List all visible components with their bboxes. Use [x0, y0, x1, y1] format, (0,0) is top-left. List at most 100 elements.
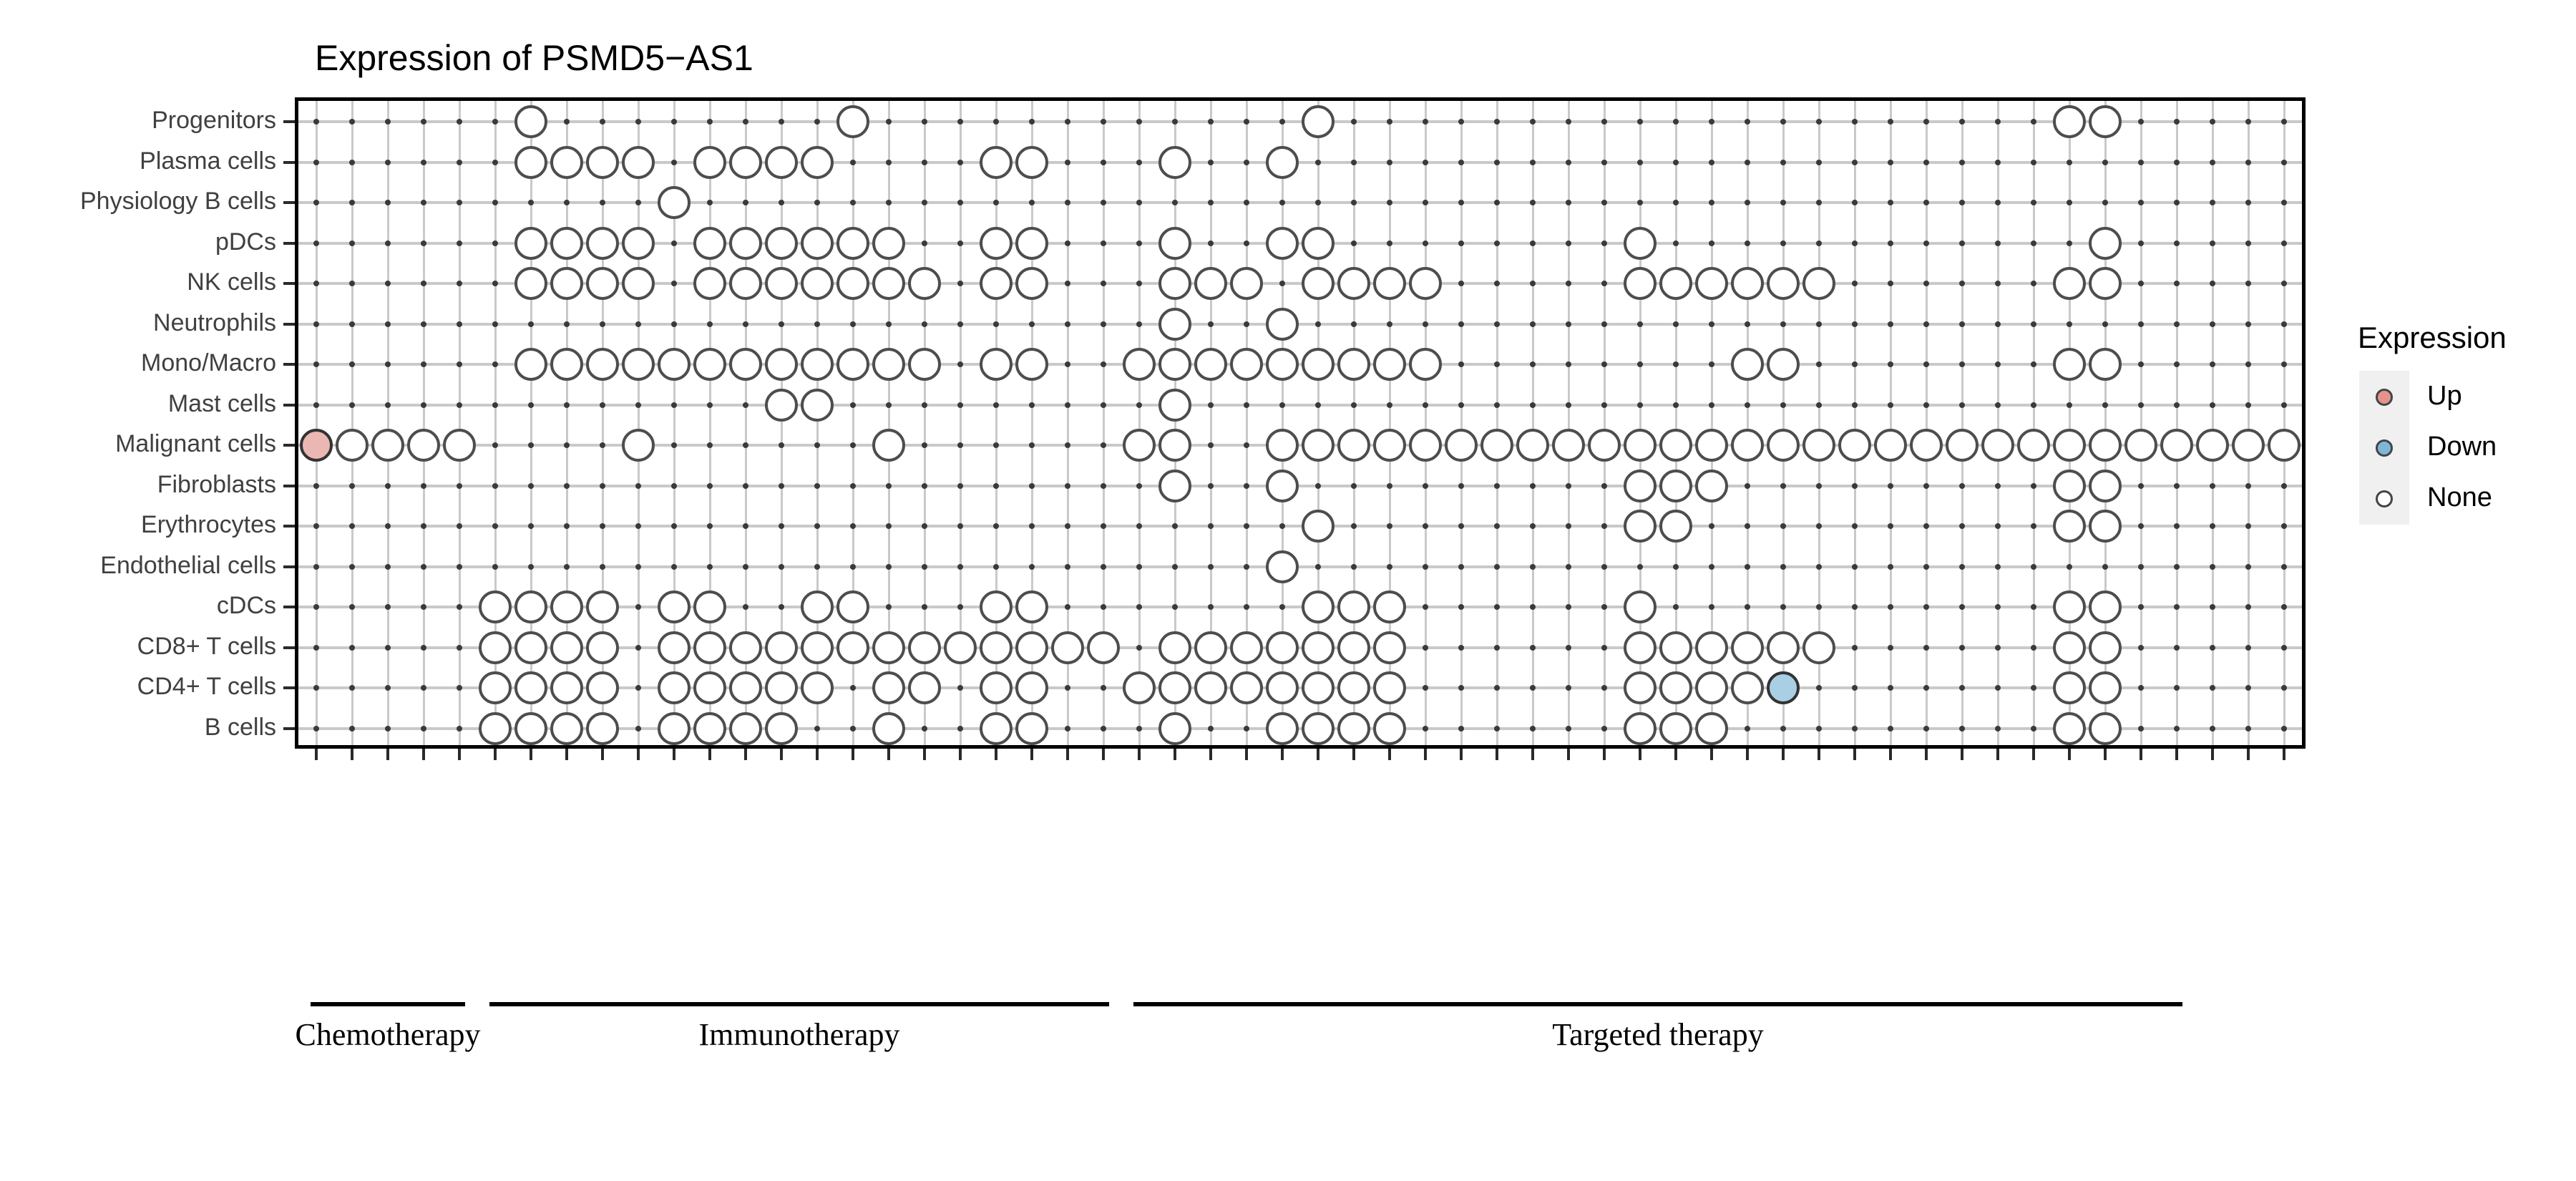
x-axis-tick: [1710, 749, 1713, 760]
grid-intersection-dot: [1601, 644, 1607, 651]
grid-intersection-dot: [492, 321, 498, 327]
grid-intersection-dot: [1601, 200, 1607, 205]
expression-circle-none: [586, 590, 619, 623]
expression-circle-none: [622, 429, 655, 462]
grid-intersection-dot: [528, 563, 534, 570]
grid-intersection-dot: [1816, 725, 1822, 732]
expression-circle-none: [407, 429, 440, 462]
expression-circle-none: [479, 631, 512, 664]
y-axis-tick: [283, 686, 295, 689]
grid-intersection-dot: [1566, 159, 1571, 165]
x-axis-tick: [1388, 749, 1391, 760]
grid-intersection-dot: [1995, 200, 2001, 205]
grid-intersection-dot: [1745, 321, 1750, 327]
grid-intersection-dot: [1566, 281, 1571, 286]
x-axis-tick: [1352, 749, 1355, 760]
grid-intersection-dot: [1458, 402, 1464, 408]
grid-intersection-dot: [922, 604, 927, 610]
grid-intersection-dot: [993, 442, 999, 448]
grid-intersection-dot: [564, 321, 570, 327]
y-axis-label: B cells: [204, 713, 276, 741]
v-gridline: [2175, 97, 2178, 749]
v-gridline: [1925, 97, 1928, 749]
expression-circle-none: [443, 429, 476, 462]
grid-intersection-dot: [1101, 563, 1106, 570]
expression-circle-none: [1158, 388, 1191, 422]
grid-intersection-dot: [1566, 482, 1571, 489]
grid-intersection-dot: [492, 200, 498, 205]
grid-intersection-dot: [1852, 563, 1858, 570]
expression-circle-none: [1337, 711, 1370, 745]
grid-intersection-dot: [922, 240, 927, 246]
grid-intersection-dot: [1995, 725, 2001, 732]
expression-circle-none: [1731, 348, 1764, 381]
x-axis-tick: [2032, 749, 2035, 760]
grid-intersection-dot: [1995, 119, 2001, 125]
grid-intersection-dot: [743, 482, 748, 489]
v-gridline: [351, 97, 353, 749]
v-gridline: [2283, 97, 2285, 749]
grid-intersection-dot: [2031, 159, 2036, 165]
grid-intersection-dot: [1387, 200, 1392, 205]
grid-intersection-dot: [1101, 240, 1106, 246]
expression-circle-down: [1767, 671, 1800, 704]
grid-intersection-dot: [1601, 482, 1607, 489]
grid-intersection-dot: [528, 321, 534, 327]
expression-circle-none: [801, 590, 834, 623]
grid-intersection-dot: [1423, 604, 1428, 610]
expression-circle-none: [1874, 429, 1907, 462]
grid-intersection-dot: [1923, 482, 1929, 489]
grid-intersection-dot: [385, 159, 391, 165]
grid-intersection-dot: [1852, 240, 1858, 246]
expression-circle-none: [1123, 348, 1156, 381]
grid-intersection-dot: [1673, 563, 1679, 570]
expression-circle-none: [1802, 631, 1835, 664]
grid-intersection-dot: [1995, 361, 2001, 367]
x-axis-tick: [2247, 749, 2250, 760]
grid-intersection-dot: [457, 200, 462, 205]
expression-circle-none: [1266, 348, 1299, 381]
grid-intersection-dot: [1888, 159, 1893, 165]
grid-intersection-dot: [385, 119, 391, 125]
expression-circle-none: [658, 671, 691, 704]
v-gridline: [530, 97, 532, 749]
expression-circle-none: [1552, 429, 1585, 462]
grid-intersection-dot: [1458, 685, 1464, 691]
grid-intersection-dot: [1279, 604, 1285, 610]
grid-intersection-dot: [2245, 685, 2251, 691]
grid-intersection-dot: [1673, 119, 1679, 125]
grid-intersection-dot: [1601, 685, 1607, 691]
grid-intersection-dot: [2245, 644, 2251, 651]
expression-circle-none: [658, 186, 691, 219]
expression-circle-none: [1695, 469, 1728, 502]
v-gridline: [1102, 97, 1105, 749]
grid-intersection-dot: [1852, 402, 1858, 408]
expression-circle-none: [1230, 631, 1263, 664]
x-axis-tick: [1496, 749, 1498, 760]
grid-intersection-dot: [313, 200, 319, 205]
grid-intersection-dot: [2138, 159, 2144, 165]
x-axis-tick: [315, 749, 318, 760]
grid-intersection-dot: [1530, 644, 1536, 651]
grid-intersection-dot: [1387, 563, 1392, 570]
grid-intersection-dot: [2174, 159, 2180, 165]
grid-intersection-dot: [1244, 159, 1249, 165]
grid-intersection-dot: [2245, 523, 2251, 529]
expression-circle-none: [550, 590, 583, 623]
grid-intersection-dot: [2245, 159, 2251, 165]
expression-circle-none: [371, 429, 404, 462]
x-axis-tick: [351, 749, 353, 760]
grid-intersection-dot: [1065, 482, 1070, 489]
x-axis-tick: [601, 749, 604, 760]
grid-intersection-dot: [671, 281, 677, 286]
grid-intersection-dot: [1673, 159, 1679, 165]
y-axis-tick: [283, 322, 295, 326]
grid-intersection-dot: [1888, 119, 1893, 125]
grid-intersection-dot: [385, 523, 391, 529]
expression-circle-none: [765, 671, 798, 704]
v-gridline: [2140, 97, 2142, 749]
expression-circle-none: [765, 711, 798, 745]
grid-intersection-dot: [1065, 119, 1070, 125]
grid-intersection-dot: [600, 482, 605, 489]
grid-intersection-dot: [1673, 200, 1679, 205]
